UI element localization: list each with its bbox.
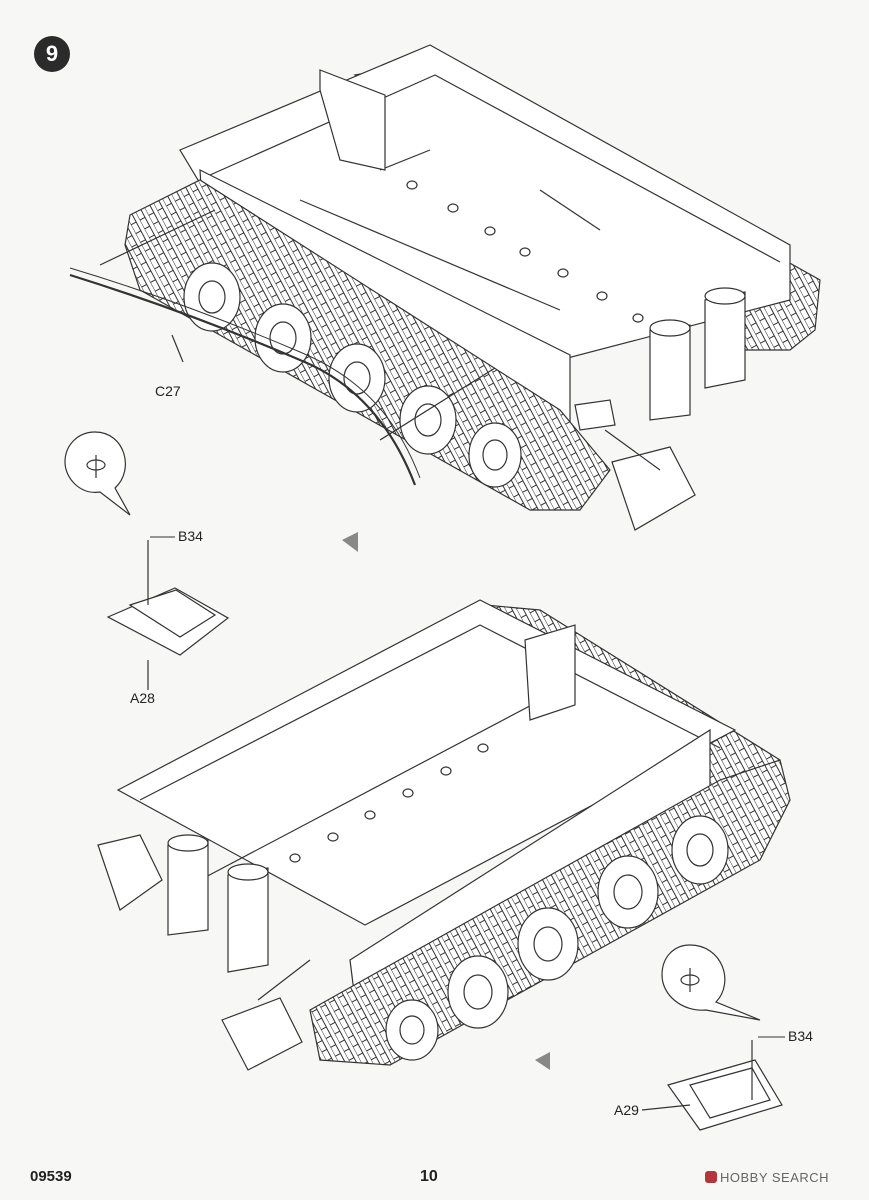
watermark: HOBBY SEARCH <box>705 1170 829 1185</box>
part-a28 <box>106 540 230 690</box>
flow-arrow-bottom-icon <box>535 1052 550 1070</box>
label-a29: A29 <box>614 1102 639 1118</box>
wing-nut-callout-bottom <box>661 944 761 1021</box>
bottom-hull-assembly <box>97 599 791 1071</box>
step-number-badge: 9 <box>34 36 70 72</box>
product-code: 09539 <box>30 1168 72 1185</box>
label-c27: C27 <box>155 383 181 399</box>
watermark-logo-icon <box>705 1171 717 1183</box>
flow-arrow-top-icon <box>342 532 358 552</box>
label-b34-bottom: B34 <box>788 1028 813 1044</box>
watermark-text: HOBBY SEARCH <box>720 1170 830 1185</box>
top-hull-assembly <box>69 44 821 531</box>
wing-nut-callout-top <box>64 431 131 516</box>
page-number: 10 <box>420 1168 438 1185</box>
part-a29 <box>641 1040 783 1131</box>
label-b34-top: B34 <box>178 528 203 544</box>
label-a28: A28 <box>130 690 155 706</box>
